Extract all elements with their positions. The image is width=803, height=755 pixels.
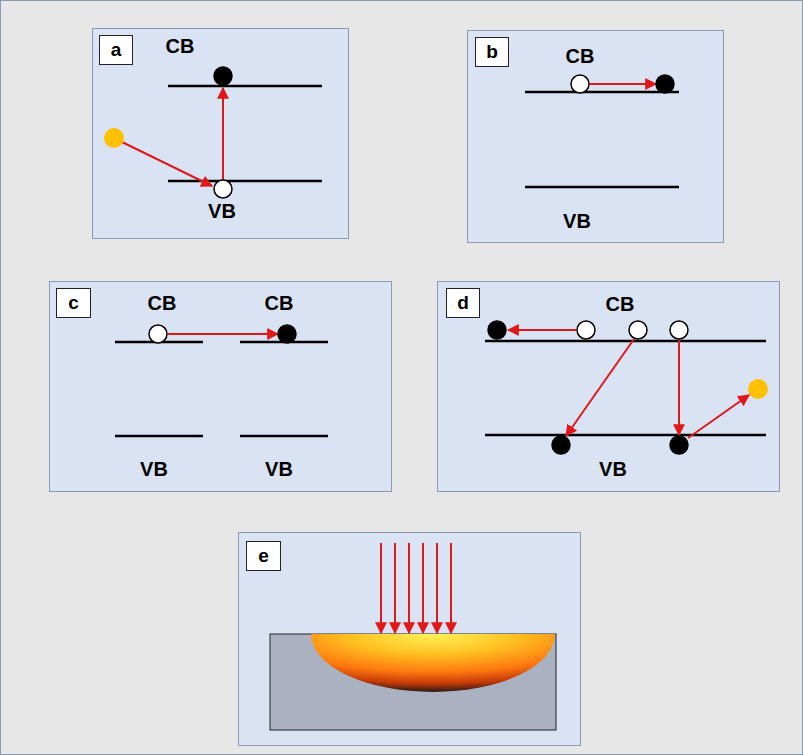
- band-label: VB: [265, 459, 293, 479]
- panel-letter: b: [486, 41, 498, 63]
- panel-letter: e: [258, 545, 269, 567]
- band-label: CB: [566, 46, 595, 66]
- panel-letter: d: [457, 292, 469, 314]
- band-label: VB: [563, 211, 591, 231]
- band-label: VB: [599, 459, 627, 479]
- panel-letter-box: c: [56, 288, 91, 318]
- panel-letter-box: e: [246, 541, 281, 571]
- band-label: VB: [140, 459, 168, 479]
- band-label: CB: [166, 36, 195, 56]
- panel-letter: c: [68, 292, 79, 314]
- band-label: VB: [208, 201, 236, 221]
- panel-letter-box: a: [99, 35, 133, 65]
- panel-letter: a: [111, 39, 122, 61]
- band-label: CB: [148, 293, 177, 313]
- band-label: CB: [265, 293, 294, 313]
- band-label: CB: [606, 294, 635, 314]
- panel-letter-box: b: [475, 37, 509, 67]
- panel-letter-box: d: [446, 288, 480, 318]
